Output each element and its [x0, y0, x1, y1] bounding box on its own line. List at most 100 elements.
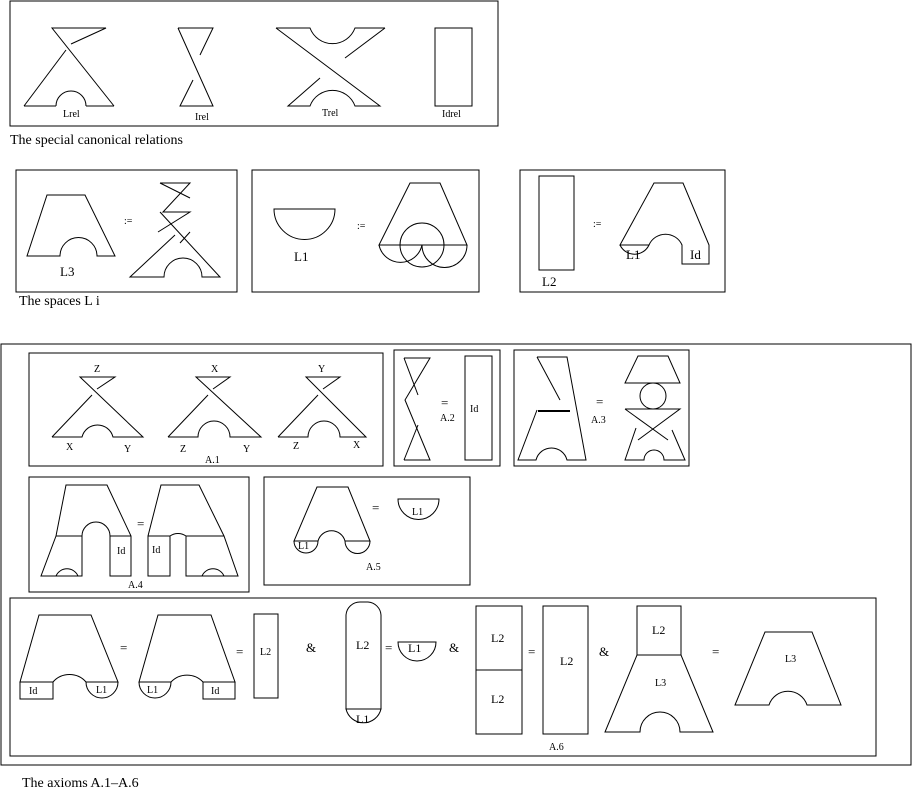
l3-label: L3	[60, 264, 74, 279]
a6-l1b: L1	[147, 685, 158, 696]
a6-l3-shape	[734, 631, 842, 706]
a1-f3-left: Z	[293, 441, 299, 452]
a3-left-figure	[517, 356, 587, 461]
lrel-diagram	[23, 27, 115, 107]
a2-zigzag	[403, 357, 431, 461]
a6-l2tall: L2	[560, 654, 573, 668]
a5-l1-small: L1	[298, 541, 309, 552]
a6-l2b: L2	[356, 638, 369, 652]
a1-figure-3	[277, 376, 368, 438]
relations-caption: The special canonical relations	[10, 133, 183, 148]
a6-l2-tall	[542, 605, 589, 735]
l2-label: L2	[542, 274, 556, 289]
a1-f2-left: Z	[180, 444, 186, 455]
spaces-caption: The spaces L i	[19, 294, 100, 309]
a6-id2: Id	[211, 686, 219, 697]
l1-panel	[251, 169, 480, 293]
irel-diagram	[177, 27, 214, 107]
a4-id-right: Id	[152, 545, 160, 556]
a1-figure-2	[167, 376, 263, 438]
a6-figure-capsule	[345, 601, 382, 724]
a1-figure-1	[51, 376, 145, 438]
a6-figure-2	[138, 614, 236, 700]
a5-eq: =	[372, 500, 379, 515]
a1-f1-top: Z	[94, 364, 100, 375]
a5-left-figure	[293, 486, 371, 554]
l1-cup	[273, 208, 336, 240]
a6-id1: Id	[29, 686, 37, 697]
a2-label: A.2	[440, 413, 455, 424]
a6-l2a: L2	[260, 647, 271, 658]
a3-label: A.3	[591, 415, 606, 426]
lrel-label: Lrel	[63, 109, 80, 120]
a6-eq3: =	[385, 640, 392, 655]
idrel-box	[434, 27, 473, 107]
l3-shape	[26, 194, 116, 257]
a6-l2bottom: L2	[491, 692, 504, 706]
l1-definition	[378, 182, 468, 268]
a1-f2-top: X	[211, 364, 219, 375]
l1-defines: :=	[357, 221, 366, 232]
a4-label: A.4	[128, 580, 143, 591]
a2-eq: =	[441, 395, 448, 410]
a6-l1a: L1	[96, 685, 107, 696]
a4-right-figure	[147, 484, 239, 577]
a6-l3a: L3	[655, 678, 666, 689]
a6-l2top: L2	[491, 631, 504, 645]
l2-id-box: Id	[690, 247, 701, 262]
a6-l1d: L1	[408, 641, 421, 655]
a6-label: A.6	[549, 742, 564, 753]
a6-l3b: L3	[785, 654, 796, 665]
a6-panel	[9, 597, 877, 757]
a5-l1-cup	[397, 498, 440, 520]
a1-panel	[28, 352, 384, 467]
a6-and2: &	[449, 640, 459, 655]
a6-figure-l3-capped	[604, 605, 714, 733]
l1-label: L1	[294, 249, 308, 264]
a4-eq: =	[137, 516, 144, 531]
l3-defines: :=	[124, 216, 133, 227]
a6-l1c: L1	[356, 712, 369, 726]
a6-figure-1	[19, 614, 119, 700]
a1-f3-right: X	[353, 440, 361, 451]
a1-f1-left: X	[66, 442, 74, 453]
a6-l2cap: L2	[652, 623, 665, 637]
a4-panel	[28, 476, 250, 593]
a5-panel	[263, 476, 471, 586]
a1-f3-top: Y	[318, 364, 325, 375]
a4-left-figure	[40, 484, 132, 577]
a6-eq4: =	[528, 644, 535, 659]
l3-definition	[128, 182, 222, 278]
irel-label: Irel	[195, 112, 209, 123]
a3-right-figure	[624, 355, 686, 461]
axioms-frame	[0, 343, 912, 766]
a6-l1-cup	[397, 641, 437, 662]
relations-frame	[9, 0, 499, 127]
a1-f2-right: Y	[243, 444, 250, 455]
l2-defines: :=	[593, 219, 602, 230]
a6-l2-box-a	[253, 613, 279, 699]
a3-eq: =	[596, 394, 603, 409]
l2-box	[538, 175, 575, 271]
a3-panel	[513, 349, 690, 467]
a1-f1-right: Y	[124, 444, 131, 455]
l2-panel	[519, 169, 726, 293]
a2-id: Id	[470, 404, 478, 415]
idrel-label: Idrel	[442, 109, 461, 120]
a6-and3: &	[599, 644, 609, 659]
trel-label: Trel	[322, 108, 339, 119]
a6-eq2: =	[236, 644, 243, 659]
trel-diagram	[275, 27, 386, 107]
a5-l1-box: L1	[412, 507, 423, 518]
a6-and1: &	[306, 640, 316, 655]
a1-label: A.1	[205, 455, 220, 466]
axioms-caption: The axioms A.1–A.6	[22, 776, 139, 789]
a6-eq1: =	[120, 640, 127, 655]
a6-eq5: =	[712, 644, 719, 659]
l2-definition	[619, 182, 710, 265]
a4-id-left: Id	[117, 546, 125, 557]
l3-panel	[15, 169, 238, 293]
a2-panel	[393, 349, 501, 467]
a2-id-box	[464, 355, 493, 461]
